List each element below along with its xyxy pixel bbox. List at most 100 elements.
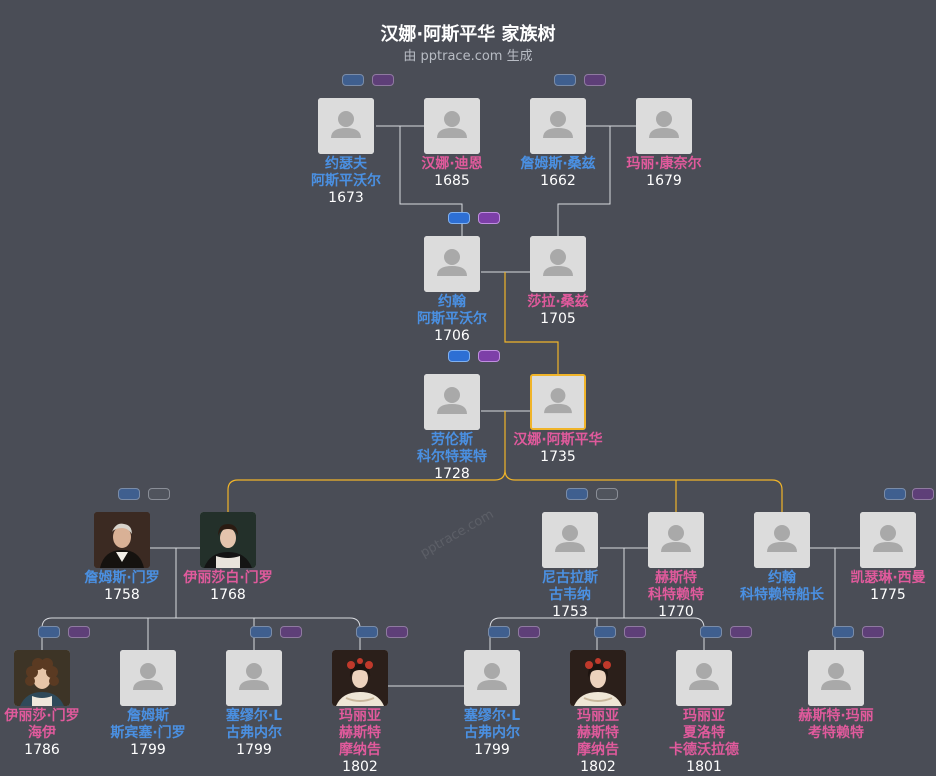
person-placeholder-icon [754,512,810,568]
birth-year: 1799 [474,742,510,758]
expand-father-button[interactable] [342,74,364,86]
birth-year: 1706 [434,328,470,344]
expand-mother-button[interactable] [862,626,884,638]
birth-year: 1802 [342,759,378,775]
name-line: 凯瑟琳·西曼 [850,570,926,586]
expand-mother-button[interactable] [68,626,90,638]
expand-father-button[interactable] [700,626,722,638]
name-line: 詹姆斯·桑兹 [520,156,596,172]
expand-mother-button[interactable] [148,488,170,500]
name-line: 玛丽亚 [339,708,381,724]
name-line: 古韦纳 [549,587,591,603]
portrait-image [14,650,70,706]
birth-year: 1728 [434,466,470,482]
expand-father-button[interactable] [488,626,510,638]
name-line: 约翰 [438,294,466,310]
birth-year: 1735 [540,449,576,465]
expand-father-button[interactable] [884,488,906,500]
expand-father-button[interactable] [448,350,470,362]
name-line: 玛丽亚 [683,708,725,724]
name-line: 科特赖特 [648,587,704,603]
name-line: 海伊 [28,725,56,741]
expand-father-button[interactable] [566,488,588,500]
expand-mother-button[interactable] [372,74,394,86]
expand-mother-button[interactable] [518,626,540,638]
page-subtitle: 由 pptrace.com 生成 [403,49,533,64]
birth-year: 1768 [210,587,246,603]
name-line: 考特赖特 [808,725,864,741]
name-line: 赫斯特 [655,570,697,586]
person-label: 赫斯特·玛丽考特赖特 [776,708,896,742]
name-line: 伊丽莎白·门罗 [183,570,273,586]
name-line: 塞缪尔·L [463,708,521,724]
birth-year: 1786 [24,742,60,758]
name-line: 科特赖特船长 [740,587,824,603]
name-line: 詹姆斯·门罗 [84,570,160,586]
expand-mother-button[interactable] [596,488,618,500]
person-avatar [530,98,586,154]
page-title: 汉娜·阿斯平华 家族树 [380,24,556,45]
name-line: 赫斯特·玛丽 [798,708,874,724]
person-avatar [464,650,520,706]
name-line: 汉娜·迪恩 [421,156,483,172]
portrait-image [94,512,150,568]
expand-mother-button[interactable] [478,350,500,362]
expand-mother-button[interactable] [478,212,500,224]
portrait-image [570,650,626,706]
expand-mother-button[interactable] [730,626,752,638]
name-line: 玛丽亚 [577,708,619,724]
person-avatar [754,512,810,568]
person-avatar [226,650,282,706]
expand-father-button[interactable] [554,74,576,86]
name-line: 伊丽莎·门罗 [4,708,80,724]
name-line: 阿斯平沃尔 [417,311,487,327]
expand-mother-button[interactable] [624,626,646,638]
birth-year: 1753 [552,604,588,620]
expand-mother-button[interactable] [584,74,606,86]
person-placeholder-icon [648,512,704,568]
expand-father-button[interactable] [594,626,616,638]
birth-year: 1679 [646,173,682,189]
expand-mother-button[interactable] [912,488,934,500]
person-placeholder-icon [860,512,916,568]
birth-year: 1685 [434,173,470,189]
expand-mother-button[interactable] [386,626,408,638]
name-line: 赫斯特 [339,725,381,741]
person-placeholder-icon [676,650,732,706]
expand-mother-button[interactable] [280,626,302,638]
person-avatar [530,374,586,430]
person-avatar [200,512,256,568]
person-placeholder-icon [636,98,692,154]
person-avatar [636,98,692,154]
expand-father-button[interactable] [356,626,378,638]
person-placeholder-icon [424,236,480,292]
name-line: 汉娜·阿斯平华 [513,432,603,448]
person-avatar [570,650,626,706]
expand-father-button[interactable] [38,626,60,638]
birth-year: 1799 [236,742,272,758]
expand-father-button[interactable] [250,626,272,638]
person-placeholder-icon [226,650,282,706]
expand-father-button[interactable] [448,212,470,224]
expand-father-button[interactable] [118,488,140,500]
person-avatar [120,650,176,706]
expand-father-button[interactable] [832,626,854,638]
person-avatar [14,650,70,706]
person-avatar [424,236,480,292]
person-avatar [332,650,388,706]
